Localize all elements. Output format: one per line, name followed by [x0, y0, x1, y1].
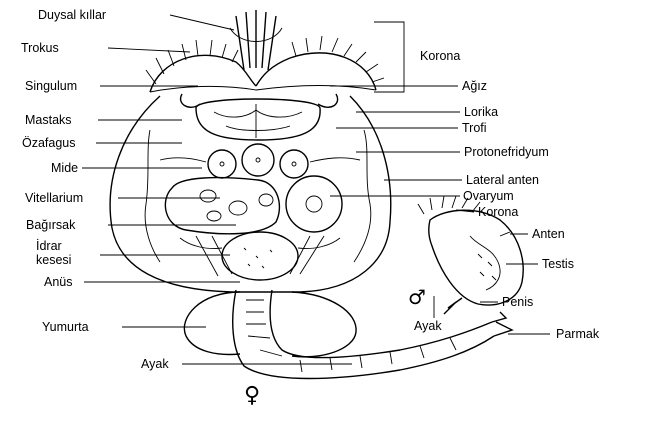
label-vitellarium: Vitellarium [25, 191, 83, 205]
label-korona-male: Korona [478, 205, 518, 219]
label-mastaks: Mastaks [25, 113, 72, 127]
label-korona-female: Korona [420, 49, 460, 63]
leader-lines [82, 14, 550, 365]
male-symbol: ♂ [408, 285, 426, 309]
label-anten: Anten [532, 227, 565, 241]
label-lorika: Lorika [464, 105, 498, 119]
female-symbol: ♀ [244, 383, 260, 408]
label-protonefridyum: Protonefridyum [464, 145, 549, 159]
mastax-trophi [195, 98, 321, 141]
label-idrar-kesesi-2: kesesi [36, 253, 71, 267]
bladder [221, 231, 299, 281]
label-idrar-kesesi-1: İdrar [36, 239, 62, 253]
label-testis: Testis [542, 257, 574, 271]
female-rotifer-illustration [109, 10, 514, 380]
lorica-outline [109, 95, 392, 293]
labels: Duysal kıllar Trokus Singulum Mastaks Öz… [21, 8, 600, 408]
vitellarium [164, 176, 281, 235]
male-rotifer-illustration [417, 195, 524, 315]
label-lateral-anten: Lateral anten [466, 173, 539, 187]
egg-outline [183, 291, 241, 356]
label-agiz: Ağız [462, 79, 487, 93]
label-trofi: Trofi [462, 121, 487, 135]
label-anus: Anüs [44, 275, 73, 289]
label-yumurta: Yumurta [42, 320, 89, 334]
label-ayak-female: Ayak [141, 357, 169, 371]
label-parmak: Parmak [556, 327, 600, 341]
label-ayak-male: Ayak [414, 319, 442, 333]
label-trokus: Trokus [21, 41, 59, 55]
label-ozafagus: Özafagus [22, 136, 76, 150]
label-duysal-killar: Duysal kıllar [38, 8, 106, 22]
label-singulum: Singulum [25, 79, 77, 93]
ovary [285, 175, 343, 233]
corona-crown [145, 10, 385, 108]
label-mide: Mide [51, 161, 78, 175]
label-ovaryum: Ovaryum [463, 189, 514, 203]
label-bagirsak: Bağırsak [26, 218, 76, 232]
stomach [159, 143, 361, 179]
female-foot [232, 289, 514, 380]
label-penis: Penis [502, 295, 533, 309]
